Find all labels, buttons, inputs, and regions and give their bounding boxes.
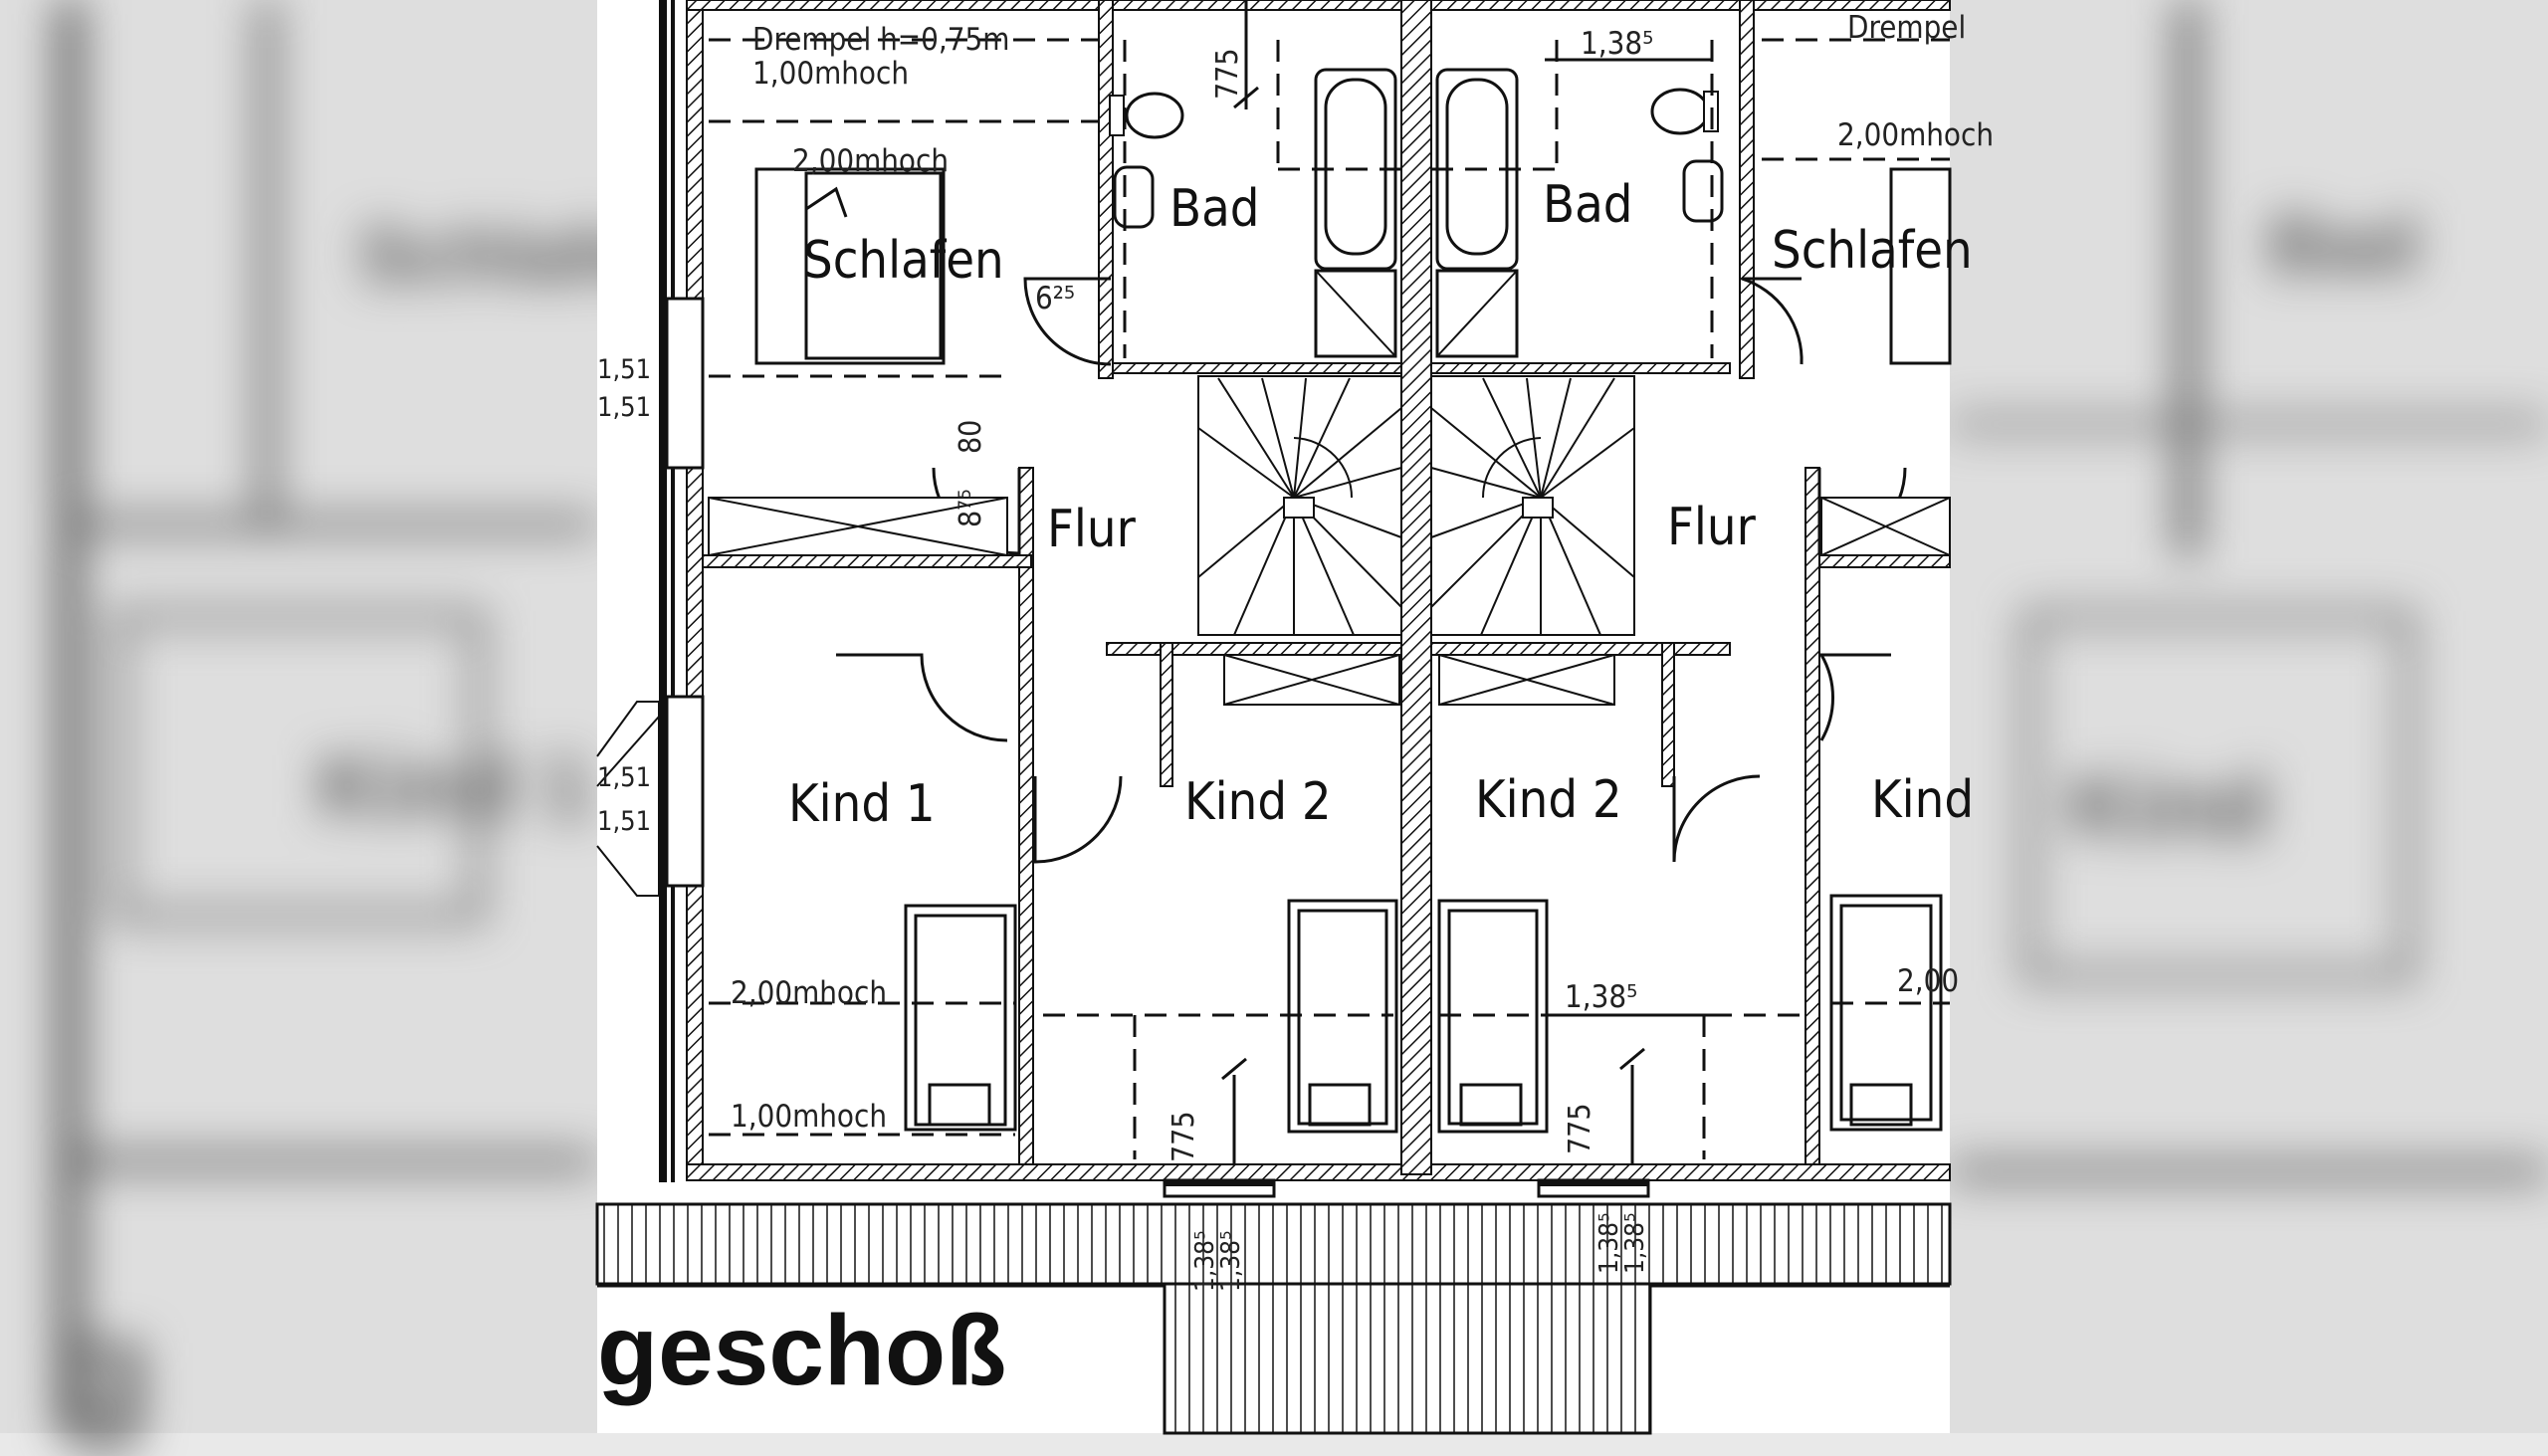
room-kind-right: Kind	[1871, 770, 1975, 830]
dim-1385-bottom-4: 1,38⁵	[1620, 1212, 1650, 1274]
blurred-label-left-1: Kind 1	[318, 737, 593, 837]
room-bad-right: Bad	[1543, 175, 1633, 235]
floor-plan-scan: Schlafen Schlafen Bad Bad Flur Flur Kind…	[595, 0, 1994, 1435]
blurred-plan-right: Kind Bad	[1950, 0, 2548, 1433]
dim-875: 8⁷⁵	[954, 489, 988, 527]
toilet-right	[1650, 88, 1710, 135]
floor-plan-drawing	[595, 0, 1952, 1435]
dim-775-bad: 775	[1210, 48, 1245, 100]
note-2m-schlafen: 2,00mhoch	[792, 143, 949, 179]
stairs-left	[1197, 375, 1402, 636]
stairs-right	[1430, 375, 1635, 636]
note-2m-schlafen-right: 2,00mhoch	[1837, 117, 1994, 153]
blurred-label-right-1: Kind	[2069, 757, 2268, 857]
dim-775-kind2-right: 775	[1563, 1103, 1597, 1154]
dim-1385-bottom-2: 1,38⁵	[1216, 1230, 1246, 1292]
outer-wall-top	[686, 0, 1951, 11]
outer-wall-left	[686, 0, 704, 1180]
note-drempel: Drempel h=0,75m	[752, 22, 1010, 58]
room-kind2-left: Kind 2	[1184, 772, 1332, 832]
blurred-plan-left: g Kind 1 Schlafen	[0, 0, 690, 1453]
room-kind2-right: Kind 2	[1475, 770, 1622, 830]
roof-overhang	[595, 1202, 1952, 1286]
dim-1385-bad-right: 1,38⁵	[1581, 26, 1654, 62]
room-bad-left: Bad	[1169, 179, 1260, 239]
room-kind1-left: Kind 1	[788, 774, 936, 834]
sink-right	[1682, 159, 1724, 223]
note-drempel-right: Drempel	[1847, 10, 1967, 46]
note-2m-kind-right: 2,00	[1897, 963, 1960, 999]
dim-151-b: 1,51	[597, 392, 652, 423]
dim-151-c: 1,51	[597, 762, 652, 793]
bed-kind-right	[1829, 894, 1943, 1132]
bed-schlafen-right	[1889, 167, 1952, 365]
room-flur-right: Flur	[1667, 498, 1756, 557]
dim-775-kind2-left: 775	[1167, 1111, 1201, 1162]
bed-kind1	[904, 904, 1017, 1132]
dim-151-d: 1,51	[597, 806, 652, 837]
blurred-label-right-2: Bad	[2268, 200, 2420, 289]
sink-left	[1113, 165, 1155, 229]
room-schlafen-right: Schlafen	[1772, 221, 1973, 281]
blurred-backdrop-right: Kind Bad	[1950, 0, 2548, 1433]
blurred-backdrop-left: g Kind 1 Schlafen	[0, 0, 690, 1453]
outer-wall-bottom	[686, 1163, 1951, 1181]
dim-1385-kind2: 1,38⁵	[1565, 979, 1638, 1015]
room-schlafen-left: Schlafen	[803, 231, 1004, 291]
note-1m-kind1: 1,00mhoch	[731, 1099, 887, 1135]
toilet-left	[1125, 92, 1184, 139]
note-2m-kind1: 2,00mhoch	[731, 975, 887, 1011]
party-wall	[1400, 0, 1432, 1175]
floor-caption: geschoß	[597, 1295, 1007, 1406]
room-flur-left: Flur	[1047, 500, 1136, 559]
blurred-caption-left: g	[60, 1286, 151, 1453]
dim-625: 6²⁵	[1035, 281, 1076, 316]
bed-kind2-left	[1287, 899, 1398, 1134]
dormer-roof	[1163, 1282, 1652, 1435]
note-1m-top: 1,00mhoch	[752, 56, 909, 92]
dim-80: 80	[954, 419, 988, 454]
dim-151-a: 1,51	[597, 354, 652, 385]
